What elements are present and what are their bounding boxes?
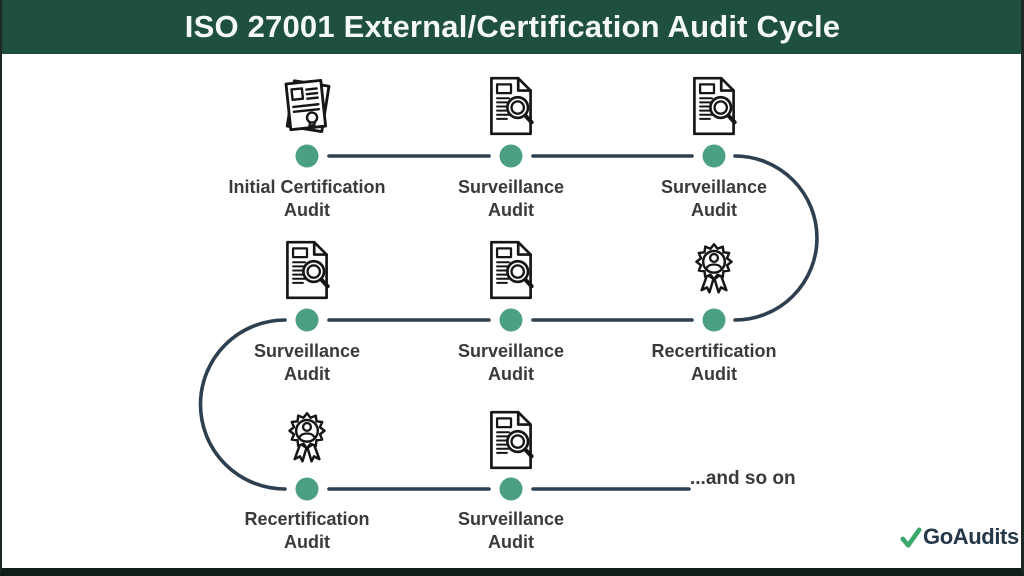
document-magnifier-icon — [478, 73, 544, 139]
milestone-dot — [702, 144, 726, 168]
page-title: ISO 27001 External/Certification Audit C… — [184, 9, 841, 44]
node-label-surveillance-audit: Surveillance Audit — [457, 177, 565, 220]
milestone-dot — [499, 308, 523, 332]
timeline-path-canvas — [198, 144, 819, 501]
connector-curve-left — [198, 318, 287, 491]
node-label-surveillance-audit: Surveillance Audit — [253, 341, 361, 384]
milestone-dot — [702, 308, 726, 332]
milestone-dot — [295, 308, 319, 332]
document-magnifier-icon — [681, 73, 747, 139]
node-label-surveillance-audit: Surveillance Audit — [660, 177, 768, 220]
brand-name: GoAudits — [923, 524, 1019, 549]
certificate-documents-icon — [272, 71, 342, 141]
connector-curve-right — [733, 154, 819, 322]
node-label-surveillance-audit: Surveillance Audit — [457, 509, 565, 552]
goaudits-logo: GoAudits — [900, 524, 1019, 550]
document-magnifier-icon — [274, 237, 340, 303]
milestone-dot — [499, 144, 523, 168]
milestone-dot — [295, 144, 319, 168]
milestone-dot — [295, 477, 319, 501]
continuation-label: ...and so on — [690, 468, 796, 489]
title-bar: ISO 27001 External/Certification Audit C… — [2, 0, 1021, 54]
node-label-recertification-audit: Recertification Audit — [244, 509, 370, 552]
node-label-surveillance-audit: Surveillance Audit — [457, 341, 565, 384]
award-ribbon-icon — [681, 236, 747, 302]
check-icon — [900, 527, 922, 548]
node-label-initial-certification-audit: Initial Certification Audit — [228, 177, 386, 220]
milestone-dot — [499, 477, 523, 501]
node-label-recertification-audit: Recertification Audit — [651, 341, 777, 384]
document-magnifier-icon — [478, 237, 544, 303]
award-ribbon-icon — [274, 405, 340, 471]
document-magnifier-icon — [478, 407, 544, 473]
